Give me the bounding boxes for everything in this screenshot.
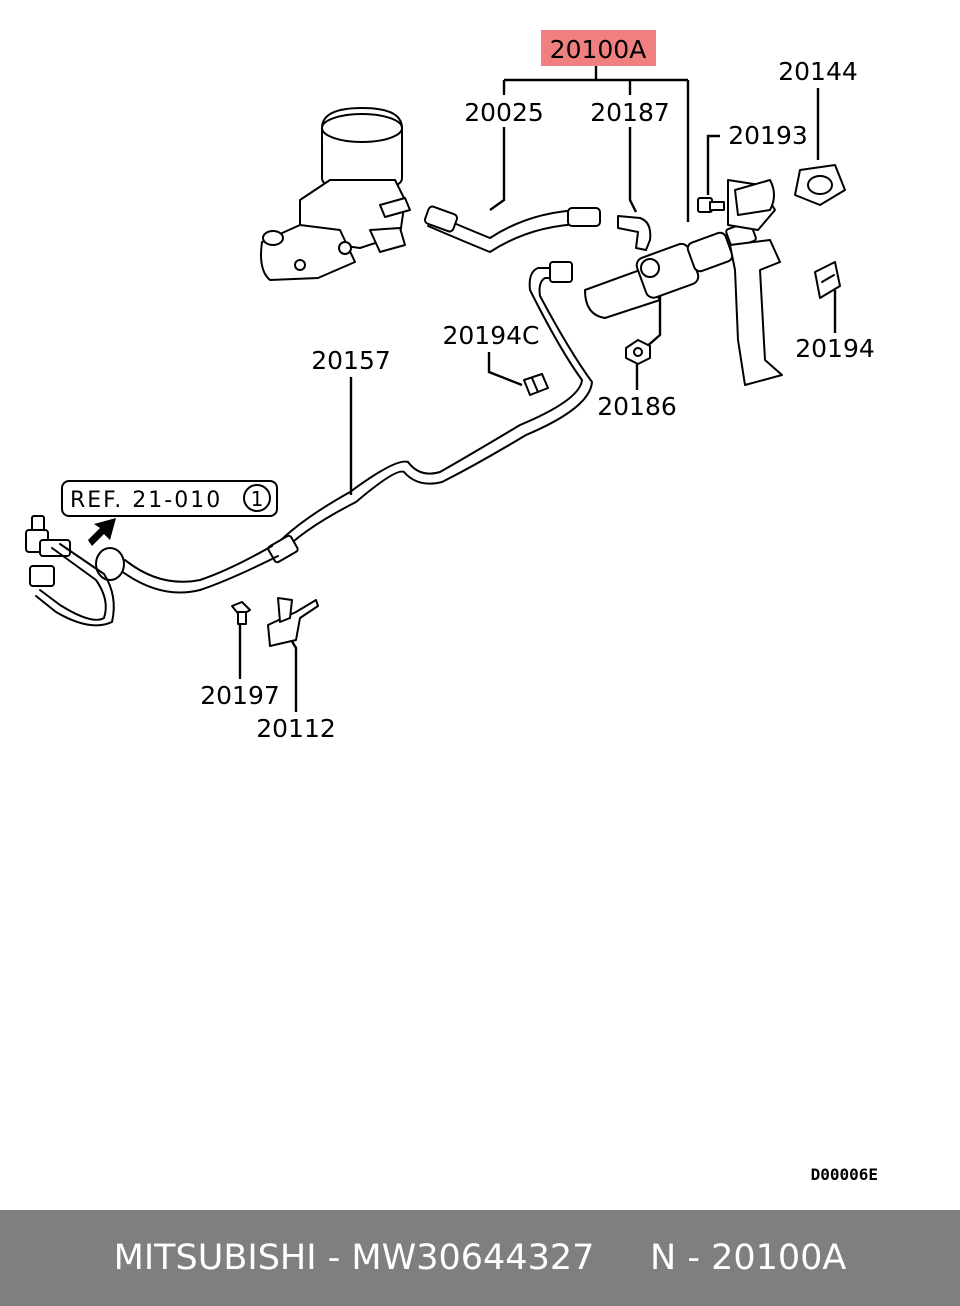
- nut-20186: [625, 339, 651, 365]
- label-20194[interactable]: 20194: [795, 334, 875, 363]
- reference-circle-number: 1: [251, 487, 264, 511]
- slave-cylinder-fitting: [25, 515, 115, 627]
- label-20144[interactable]: 20144: [778, 57, 858, 86]
- clip-20194: [814, 261, 841, 299]
- reference-arrow-icon: [88, 518, 116, 546]
- parts-diagram: 20100A 20025 20187 20144 20193 20194C 20…: [25, 30, 878, 1184]
- label-20187[interactable]: 20187: [590, 98, 670, 127]
- label-20112[interactable]: 20112: [256, 714, 336, 743]
- label-20186[interactable]: 20186: [597, 392, 677, 421]
- bolt-20193: [697, 197, 725, 213]
- label-20025[interactable]: 20025: [464, 98, 544, 127]
- label-20193[interactable]: 20193: [728, 121, 808, 150]
- flex-hose: [95, 534, 299, 594]
- label-20157[interactable]: 20157: [311, 346, 391, 375]
- drawing-code: D00006E: [811, 1165, 878, 1184]
- pedal-bracket: [727, 179, 783, 386]
- gasket-20144: [794, 164, 846, 206]
- reference-text: REF. 21-010: [70, 488, 222, 513]
- elbow-fitting: [617, 215, 652, 251]
- clip-20194c: [523, 373, 549, 396]
- leader-lines: [238, 88, 837, 712]
- label-20197[interactable]: 20197: [200, 681, 280, 710]
- footer-part-info: MITSUBISHI - MW30644327 N - 20100A: [113, 1238, 847, 1278]
- bracket-20112: [267, 597, 319, 647]
- reservoir-hose: [423, 205, 601, 253]
- label-20194c[interactable]: 20194C: [443, 321, 540, 350]
- clutch-master-cylinder: [584, 221, 757, 319]
- master-cylinder-reservoir: [260, 107, 411, 281]
- footer-bar: MITSUBISHI - MW30644327 N - 20100A: [0, 1210, 960, 1306]
- bolt-20197: [231, 601, 251, 625]
- reference-box: REF. 21-010 1: [61, 480, 278, 517]
- assembly-bracket: [502, 66, 690, 222]
- clutch-pipe: [275, 261, 593, 553]
- label-20100a[interactable]: 20100A: [550, 35, 647, 64]
- highlight-box: [541, 30, 656, 66]
